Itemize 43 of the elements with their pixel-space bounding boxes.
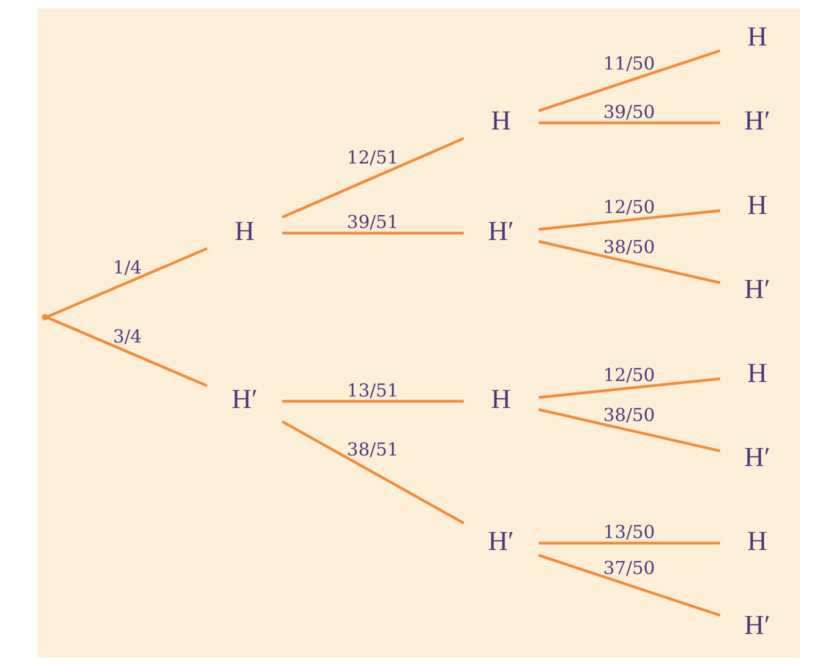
connector: [282, 400, 464, 403]
edge-label: 38/50: [603, 405, 655, 426]
node-text: H′: [744, 441, 770, 472]
node-text: H′: [744, 104, 770, 136]
node-text: H: [747, 525, 768, 556]
connector: [538, 377, 720, 399]
edge-label: 13/51: [346, 380, 399, 402]
node-text: H: [234, 214, 255, 246]
edge-label: 39/51: [346, 212, 399, 234]
edge-label: 37/50: [603, 558, 655, 580]
node-text: H′: [488, 214, 514, 246]
edge-label: 11/50: [603, 54, 655, 75]
connector: [538, 240, 720, 284]
edge-label: 38/51: [346, 440, 399, 461]
node-text: H: [490, 383, 511, 414]
edge-label: 1/4: [113, 258, 142, 279]
node-text: H′: [488, 525, 514, 556]
node-text: H′: [744, 272, 770, 304]
connector: [538, 542, 720, 545]
edge-label: 12/51: [346, 147, 399, 168]
node-text: H: [490, 104, 511, 136]
edge-label: 12/50: [603, 365, 655, 386]
node-text: H: [747, 20, 768, 52]
node-point: [42, 314, 48, 320]
connector: [282, 232, 464, 234]
connector: [47, 247, 208, 318]
connector: [538, 209, 720, 231]
connector: [538, 49, 720, 112]
connector: [538, 408, 720, 452]
node-text: H′: [744, 609, 770, 640]
connector: [282, 137, 464, 219]
connector: [538, 554, 720, 617]
node-text: H: [747, 356, 768, 388]
connector: [282, 420, 464, 524]
edge-label: 13/50: [603, 522, 655, 544]
edge-label: 38/50: [603, 236, 655, 258]
edge-label: 12/50: [603, 196, 655, 218]
node-text: H: [747, 188, 768, 220]
edge-label: 39/50: [603, 102, 655, 123]
connector: [47, 316, 208, 388]
connector: [538, 121, 720, 124]
edge-label: 3/4: [113, 326, 142, 348]
node-text: H′: [232, 383, 258, 414]
